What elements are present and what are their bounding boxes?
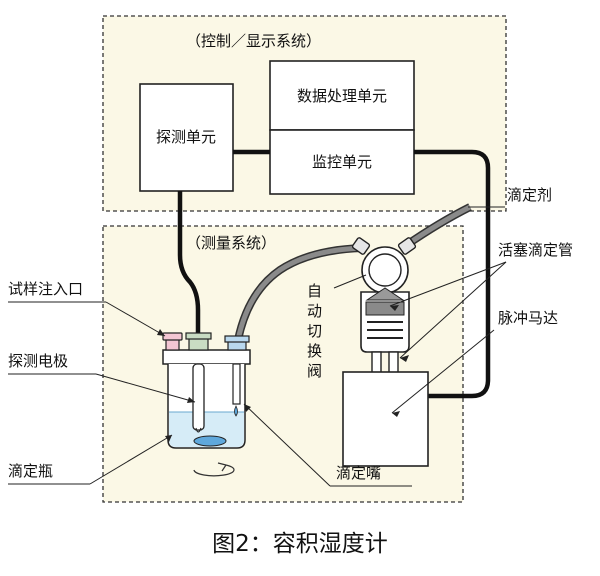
cable-probe-to-electrode xyxy=(177,191,201,340)
leader-piston-rod xyxy=(399,261,507,359)
monitor-control-unit-label: 监控单元 xyxy=(312,153,372,171)
sample-inlet-port xyxy=(162,332,183,351)
titration-flask xyxy=(162,349,251,449)
pulse-motor xyxy=(342,371,429,467)
leader-pulse-motor xyxy=(391,329,495,414)
arrow-titration-nozzle xyxy=(244,404,251,412)
arrow-probe-electrode xyxy=(187,397,195,403)
arrow-piston-rod xyxy=(400,355,409,362)
auto-switching-valve xyxy=(351,237,417,294)
probe-unit-label: 探测单元 xyxy=(156,128,216,146)
stir-rotation-arrowhead xyxy=(217,462,227,472)
leader-titration-nozzle xyxy=(243,403,331,487)
titration-nozzle xyxy=(224,335,250,417)
leader-sample-inlet xyxy=(105,301,166,337)
arrow-pulse-motor xyxy=(392,411,400,417)
probe-unit xyxy=(139,83,234,192)
leader-piston-burette xyxy=(389,261,507,307)
leader-probe-electrode-b xyxy=(95,373,196,403)
figure-caption: 图2：容积湿度计 xyxy=(212,531,388,557)
label-sample-inlet: 试样注入口 xyxy=(8,280,83,298)
probe-electrode xyxy=(185,332,212,433)
stir-bar xyxy=(193,435,227,447)
label-pulse-motor: 脉冲马达 xyxy=(498,309,558,327)
auto-valve-label-2: 动 xyxy=(307,302,322,320)
cable-monitor-to-motor xyxy=(414,149,491,399)
stir-rotation-arrow xyxy=(193,464,235,477)
leader-titration-flask-b xyxy=(89,434,173,485)
valve-to-flask-tube xyxy=(235,245,363,341)
piston-burette xyxy=(360,287,410,375)
arrow-piston-burette xyxy=(390,305,399,311)
control-system-label: （控制／显示系统） xyxy=(186,32,321,50)
leader-auto-valve xyxy=(333,274,367,289)
auto-valve-label-4: 换 xyxy=(307,342,322,360)
label-probe-electrode: 探测电极 xyxy=(8,352,68,370)
auto-valve-label-3: 切 xyxy=(307,322,322,340)
arrow-sample-inlet xyxy=(157,329,165,336)
monitor-control-unit xyxy=(269,129,415,195)
data-processing-unit xyxy=(269,60,415,131)
label-piston-burette: 活塞滴定管 xyxy=(498,241,573,259)
label-titrant: 滴定剂 xyxy=(507,186,552,204)
auto-valve-label-5: 阀 xyxy=(307,362,322,380)
arrow-titration-flask xyxy=(165,435,172,442)
label-titration-nozzle: 滴定嘴 xyxy=(336,464,381,482)
auto-valve-label-1: 自 xyxy=(307,282,322,300)
label-titration-flask: 滴定瓶 xyxy=(8,462,53,480)
data-processing-unit-label: 数据处理单元 xyxy=(297,87,387,105)
measurement-system-label: （测量系统） xyxy=(186,234,276,252)
